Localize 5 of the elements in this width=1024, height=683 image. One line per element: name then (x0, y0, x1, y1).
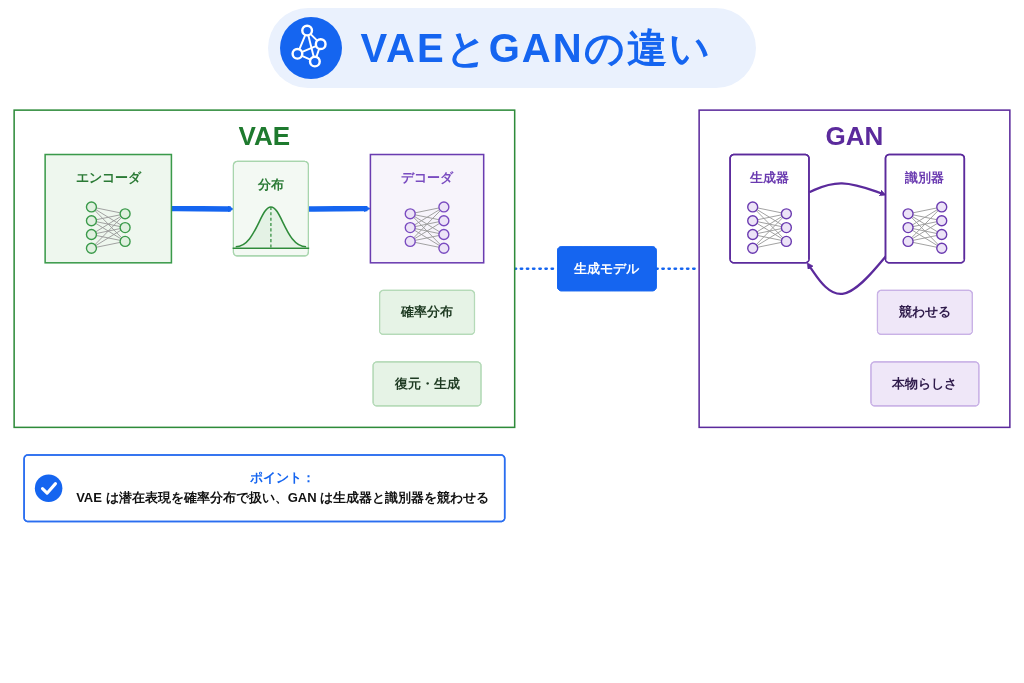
node-box: エンコーダ (44, 153, 173, 264)
node-box: デコーダ (369, 153, 485, 264)
title: VAEとGANの違い (360, 24, 712, 72)
arrow (806, 255, 887, 295)
arrow (308, 205, 371, 213)
